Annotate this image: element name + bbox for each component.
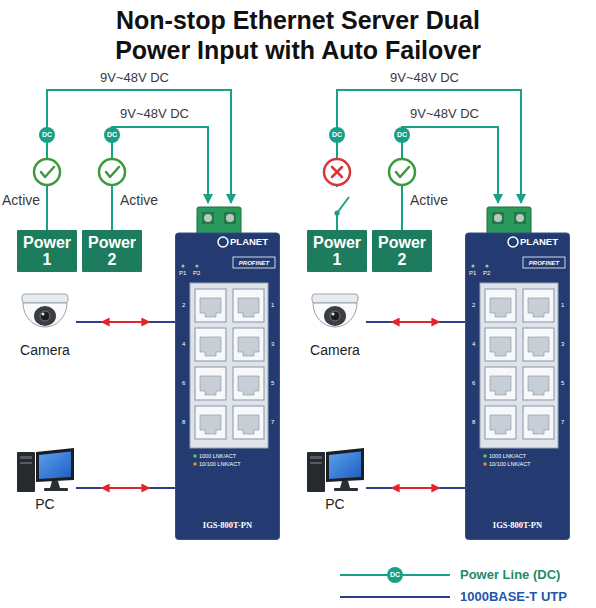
- voltage-label: 9V~48V DC: [390, 70, 459, 85]
- switch-label: 7: [561, 419, 564, 425]
- power-source-box: Power 2: [82, 230, 142, 272]
- utp-cable: [366, 321, 465, 323]
- camera-icon: [14, 290, 76, 342]
- dc-power-line: [402, 127, 498, 230]
- switch-label: IGS-800T-PN: [465, 521, 570, 530]
- status-label: Active: [120, 192, 158, 208]
- power-label: Power 2: [86, 234, 138, 268]
- legend-label: Power Line (DC): [460, 567, 560, 583]
- device-label: Camera: [20, 342, 70, 358]
- voltage-label: 9V~48V DC: [410, 106, 479, 121]
- open-switch-symbol: [332, 187, 349, 216]
- ethernet-switch: PLANET PROFINET P1 P2 2 1 4 3 6 5 8 7 1000 LNK/ACT 10…: [175, 203, 280, 540]
- status-label: Active: [2, 192, 40, 208]
- active-check: [99, 159, 125, 185]
- camera-device: Camera: [14, 290, 76, 358]
- switch-label: 5: [561, 380, 564, 386]
- switch-label: PLANET: [520, 237, 558, 247]
- legend-label: 1000BASE-T UTP: [460, 589, 567, 605]
- diagram-title: Non-stop Ethernet Server Dual Power Inpu…: [78, 5, 518, 65]
- switch-label: 1: [561, 302, 564, 308]
- switch-label: P2: [193, 270, 200, 276]
- dc-badge: DC: [39, 127, 55, 143]
- power-source-box: Power 1: [307, 230, 367, 272]
- pc-device: PC: [14, 446, 76, 512]
- switch-label: PLANET: [230, 237, 268, 247]
- pc-icon: [304, 446, 366, 496]
- utp-cable: [76, 322, 175, 323]
- utp-cable: [366, 487, 465, 489]
- device-label: Camera: [310, 342, 360, 358]
- data-flow-arrow: [392, 321, 440, 323]
- pc-icon: [14, 446, 76, 496]
- switch-label: 3: [561, 341, 564, 347]
- switch-label: 2: [472, 302, 475, 308]
- active-check: [34, 159, 60, 185]
- status-label: Active: [410, 192, 448, 208]
- power-label: Power 1: [311, 234, 363, 268]
- switch-label: 4: [472, 341, 475, 347]
- dc-badge: DC: [104, 127, 120, 143]
- switch-label: P1: [179, 270, 186, 276]
- switch-label: 2: [182, 302, 185, 308]
- utp-cable: [366, 488, 465, 489]
- power-source-box: Power 2: [372, 230, 432, 272]
- switch-label: PROFINET: [523, 260, 565, 266]
- switch-label: 1000 LNK/ACT: [199, 454, 236, 460]
- device-label: PC: [325, 496, 344, 512]
- switch-label: 5: [271, 380, 274, 386]
- utp-cable: [76, 487, 175, 489]
- switch-label: 4: [182, 341, 185, 347]
- data-flow-arrow: [392, 487, 440, 489]
- dc-badge: DC: [394, 127, 410, 143]
- dc-badge: DC: [329, 127, 345, 143]
- power-source-box: Power 1: [17, 230, 77, 272]
- switch-label: P2: [483, 270, 490, 276]
- voltage-label: 9V~48V DC: [100, 70, 169, 85]
- utp-cable: [76, 321, 175, 323]
- switch-label: 8: [472, 419, 475, 425]
- switch-housing: [175, 203, 280, 540]
- dc-power-line: [112, 127, 208, 230]
- data-flow-arrow: [102, 487, 150, 489]
- switch-label: 7: [271, 419, 274, 425]
- dc-power-line: [112, 127, 208, 230]
- camera-icon: [304, 290, 366, 342]
- active-check: [389, 159, 415, 185]
- failed-cross: [324, 159, 350, 185]
- switch-label: IGS-800T-PN: [175, 521, 280, 530]
- voltage-label: 9V~48V DC: [120, 106, 189, 121]
- switch-label: 8: [182, 419, 185, 425]
- ethernet-switch: PLANET PROFINET P1 P2 2 1 4 3 6 5 8 7 1000 LNK/ACT 10…: [465, 203, 570, 540]
- switch-label: 6: [182, 380, 185, 386]
- switch-label: 6: [472, 380, 475, 386]
- switch-label: 3: [271, 341, 274, 347]
- utp-cable: [366, 322, 465, 323]
- power-label: Power 1: [21, 234, 73, 268]
- pc-device: PC: [304, 446, 366, 512]
- camera-device: Camera: [304, 290, 366, 358]
- data-flow-arrow: [102, 321, 150, 323]
- utp-cable: [76, 488, 175, 489]
- switch-label: 10/100 LNK/ACT: [199, 462, 241, 468]
- switch-label: 1: [271, 302, 274, 308]
- switch-label: PROFINET: [233, 260, 275, 266]
- switch-label: P1: [469, 270, 476, 276]
- switch-housing: [465, 203, 570, 540]
- switch-label: 1000 LNK/ACT: [489, 454, 526, 460]
- dc-power-line: [402, 127, 498, 230]
- switch-label: 10/100 LNK/ACT: [489, 462, 531, 468]
- dc-badge: DC: [387, 567, 403, 583]
- power-label: Power 2: [376, 234, 428, 268]
- device-label: PC: [35, 496, 54, 512]
